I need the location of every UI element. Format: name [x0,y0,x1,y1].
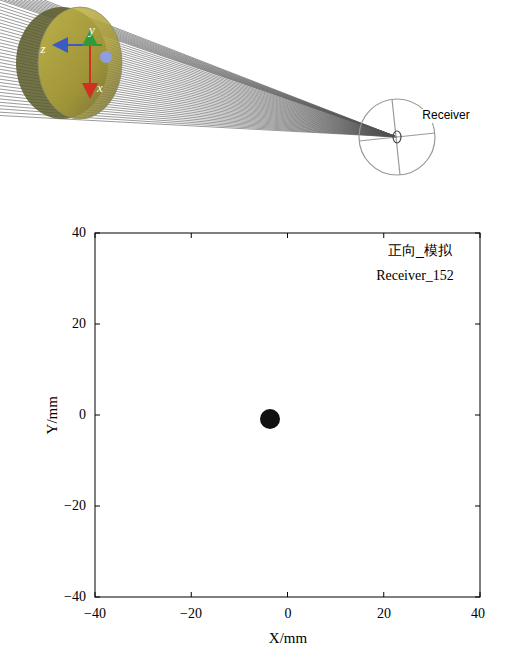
light-ray [0,0,397,137]
tick-mark [480,592,481,597]
tick-label: −40 [64,589,86,604]
axis-title: Y/mm [44,396,61,434]
tick-label: 40 [471,606,485,621]
receiver-label: Receiver [420,109,471,122]
axis-title: X/mm [269,630,307,647]
tick-mark [191,233,192,238]
tick-mark [95,324,100,325]
tick-mark [287,233,288,238]
tick-mark [475,324,480,325]
axis-letter: y [89,23,95,37]
tick-mark [475,597,480,598]
tick-label: 20 [72,316,86,331]
source-dot [100,51,112,63]
light-ray [24,0,397,137]
tick-mark [480,233,481,238]
tick-mark [95,233,100,234]
tick-label: −40 [84,606,106,621]
tick-label: −20 [64,498,86,513]
coordinate-axes [56,34,102,95]
legend-text: 正向_模拟 [388,243,452,258]
light-ray [36,0,397,137]
tick-label: 40 [72,225,86,240]
tick-mark [191,592,192,597]
axis-letter: z [40,42,45,56]
light-ray [28,0,397,137]
tick-mark [287,592,288,597]
axis-letter: x [97,81,103,95]
tick-mark [95,233,96,238]
light-ray [0,3,397,137]
light-rays [0,0,397,137]
tick-mark [475,233,480,234]
tick-mark [475,415,480,416]
light-ray [16,0,397,137]
tick-label: −20 [180,606,202,621]
light-ray [20,0,397,137]
tick-mark [475,506,480,507]
light-ray [4,0,397,137]
tick-mark [383,233,384,238]
tick-mark [95,506,100,507]
tick-label: 0 [285,606,292,621]
light-ray [12,0,397,137]
lens-cylinder [16,7,122,119]
tick-mark [383,592,384,597]
legend-text: Receiver_152 [376,268,454,283]
tick-label: 0 [79,407,86,422]
tick-mark [95,415,100,416]
light-ray [0,7,397,137]
plot-frame [95,233,480,597]
tick-mark [95,597,100,598]
spot-dot [260,409,280,429]
tick-mark [95,592,96,597]
tick-label: 20 [377,606,391,621]
light-ray [8,0,397,137]
light-ray [32,0,397,137]
